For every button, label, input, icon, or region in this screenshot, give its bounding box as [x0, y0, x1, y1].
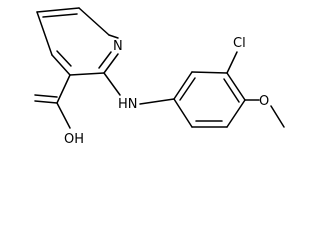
bond-ar2-ar3: [191, 71, 228, 74]
bond-ring-carboxyl: [56, 74, 71, 104]
bond-o-methyl: [270, 105, 285, 128]
bond-c3-c3a-inner: [56, 50, 72, 67]
chloro-label: Cl: [233, 36, 246, 51]
bond-ar3-cl: [226, 51, 238, 74]
methoxy-oxygen-label: O: [259, 94, 269, 109]
hydroxyl-label: OH: [64, 132, 84, 147]
bond-carbonyl-inner: [34, 94, 58, 98]
bond-c2-n1-inner: [98, 51, 112, 69]
pyridine-ring: [36, 7, 119, 76]
bond-c4-c5-inner: [42, 13, 78, 18]
bond-c2-n1: [103, 53, 119, 74]
bond-c4-c3: [36, 11, 53, 56]
amine-nh-label: HN: [118, 97, 138, 112]
bond-ar3-ar4-inner: [223, 78, 240, 103]
bond-c2-nh: [103, 72, 121, 96]
bond-c6-n1: [108, 34, 119, 39]
structure-diagram: N HN Cl O OH: [34, 7, 285, 147]
bond-c3-c3a: [51, 54, 71, 76]
carboxylic-acid-group: [34, 74, 71, 129]
bond-c-oh: [56, 102, 71, 129]
bond-ar3-ar4: [226, 72, 246, 101]
bond-carbonyl: [34, 100, 58, 104]
bond-ar1-ar2: [173, 71, 193, 100]
bond-ar6-ar1: [173, 98, 193, 128]
bond-ar1-ar2-inner: [179, 77, 196, 101]
phenyl-ring: [173, 71, 246, 128]
bond-ar4-ar5: [226, 99, 246, 128]
bond-c3a-c2: [69, 72, 105, 76]
bond-c4-c5: [36, 7, 80, 13]
bond-c5-c6: [78, 7, 110, 36]
pyridine-nitrogen-label: N: [113, 39, 123, 54]
bond-nh-aryl: [139, 98, 175, 105]
